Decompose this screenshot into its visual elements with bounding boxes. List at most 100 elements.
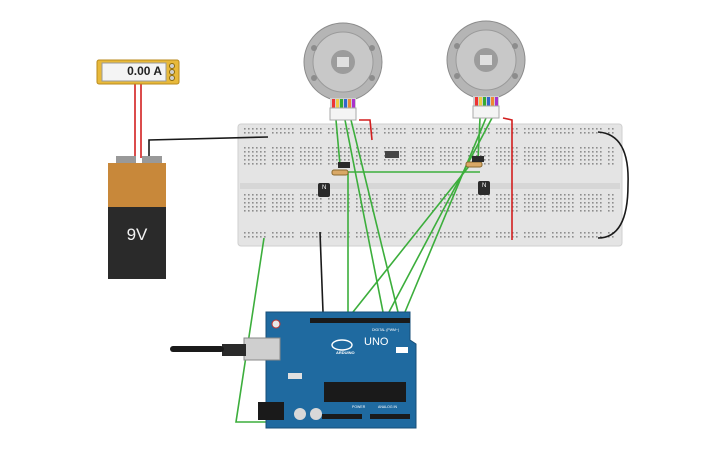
breadboard[interactable]: [237, 123, 623, 247]
breadboard-hole: [460, 128, 462, 130]
breadboard-hole: [308, 147, 310, 149]
breadboard-hole: [356, 194, 358, 196]
breadboard-hole: [564, 151, 566, 153]
breadboard-hole: [424, 159, 426, 161]
breadboard-hole: [344, 132, 346, 134]
breadboard-hole: [300, 132, 302, 134]
breadboard-hole: [528, 236, 530, 238]
breadboard-hole: [560, 232, 562, 234]
breadboard-hole: [340, 210, 342, 212]
breadboard-hole: [360, 206, 362, 208]
breadboard-hole: [572, 202, 574, 204]
breadboard-hole: [260, 194, 262, 196]
breadboard-hole: [568, 159, 570, 161]
breadboard-hole: [536, 128, 538, 130]
breadboard-hole: [500, 128, 502, 130]
breadboard-hole: [356, 159, 358, 161]
breadboard-hole: [468, 194, 470, 196]
breadboard-hole: [396, 210, 398, 212]
motor-right[interactable]: [446, 20, 526, 119]
breadboard-hole: [384, 198, 386, 200]
breadboard-hole: [308, 163, 310, 165]
breadboard-hole: [332, 163, 334, 165]
breadboard-hole: [404, 194, 406, 196]
breadboard-hole: [256, 151, 258, 153]
breadboard-hole: [316, 155, 318, 157]
breadboard-hole: [516, 147, 518, 149]
breadboard-hole: [392, 236, 394, 238]
breadboard-hole: [468, 236, 470, 238]
breadboard-hole: [328, 147, 330, 149]
breadboard-hole: [304, 132, 306, 134]
breadboard-hole: [328, 151, 330, 153]
breadboard-hole: [292, 155, 294, 157]
breadboard-hole: [524, 210, 526, 212]
breadboard-hole: [588, 151, 590, 153]
breadboard-hole: [596, 163, 598, 165]
breadboard-hole: [504, 236, 506, 238]
battery-9v[interactable]: [108, 156, 166, 279]
breadboard-hole: [340, 194, 342, 196]
breadboard-hole: [496, 147, 498, 149]
breadboard-hole: [444, 163, 446, 165]
breadboard-hole: [264, 163, 266, 165]
breadboard-hole: [420, 132, 422, 134]
breadboard-hole: [504, 206, 506, 208]
breadboard-hole: [288, 151, 290, 153]
breadboard-hole: [580, 159, 582, 161]
breadboard-hole: [348, 159, 350, 161]
breadboard-hole: [508, 147, 510, 149]
breadboard-hole: [560, 147, 562, 149]
breadboard-hole: [376, 128, 378, 130]
breadboard-hole: [364, 155, 366, 157]
breadboard-hole: [288, 236, 290, 238]
breadboard-hole: [524, 147, 526, 149]
breadboard-hole: [424, 155, 426, 157]
breadboard-hole: [256, 194, 258, 196]
breadboard-hole: [484, 151, 486, 153]
usb-plug: [222, 344, 246, 356]
breadboard-hole: [540, 194, 542, 196]
breadboard-hole: [356, 155, 358, 157]
breadboard-hole: [488, 155, 490, 157]
breadboard-hole: [564, 194, 566, 196]
breadboard-hole: [400, 198, 402, 200]
breadboard-hole: [244, 159, 246, 161]
breadboard-hole: [336, 202, 338, 204]
breadboard-hole: [244, 194, 246, 196]
ammeter[interactable]: [96, 59, 180, 85]
breadboard-hole: [288, 194, 290, 196]
breadboard-hole: [600, 151, 602, 153]
breadboard-hole: [572, 198, 574, 200]
wire-green-t2-base: [352, 164, 471, 313]
breadboard-hole: [560, 206, 562, 208]
motor-left[interactable]: [303, 22, 383, 121]
breadboard-hole: [428, 132, 430, 134]
breadboard-hole: [588, 206, 590, 208]
breadboard-hole: [580, 202, 582, 204]
breadboard-hole: [404, 147, 406, 149]
breadboard-hole: [564, 132, 566, 134]
breadboard-hole: [276, 155, 278, 157]
arduino-uno[interactable]: [170, 311, 417, 429]
breadboard-hole: [372, 147, 374, 149]
breadboard-hole: [292, 232, 294, 234]
breadboard-hole: [448, 232, 450, 234]
breadboard-hole: [388, 198, 390, 200]
breadboard-hole: [252, 159, 254, 161]
breadboard-hole: [444, 202, 446, 204]
breadboard-hole: [364, 151, 366, 153]
wire-black-gnd: [319, 231, 324, 313]
breadboard-hole: [420, 210, 422, 212]
breadboard-hole: [472, 194, 474, 196]
breadboard-hole: [592, 147, 594, 149]
breadboard-hole: [572, 128, 574, 130]
breadboard-hole: [252, 236, 254, 238]
breadboard-hole: [328, 132, 330, 134]
breadboard-hole: [368, 210, 370, 212]
breadboard-hole: [460, 210, 462, 212]
breadboard-hole: [568, 206, 570, 208]
breadboard-hole: [600, 198, 602, 200]
breadboard-hole: [316, 151, 318, 153]
breadboard-hole: [312, 194, 314, 196]
